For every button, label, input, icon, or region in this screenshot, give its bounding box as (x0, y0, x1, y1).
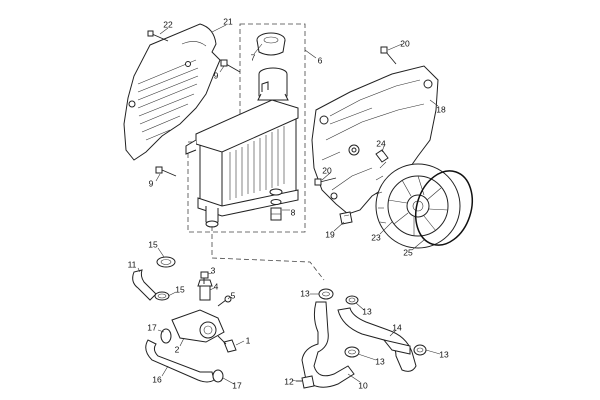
clamp-17-lower (212, 369, 224, 383)
callout-c14: 14 (392, 322, 402, 332)
callout-c24: 24 (376, 138, 386, 148)
clamp-15-lower (154, 291, 170, 301)
callout-c1: 1 (246, 335, 251, 345)
screw-22 (147, 30, 169, 42)
callout-c17b: 17 (232, 380, 242, 390)
callout-c7: 7 (251, 52, 256, 62)
screw-3 (200, 271, 209, 284)
callout-c3: 3 (211, 265, 216, 275)
dowel-24 (375, 149, 389, 163)
clamp-13-a (318, 288, 334, 300)
clip-19 (339, 211, 353, 225)
callout-c25: 25 (403, 247, 413, 257)
callout-c20b: 20 (322, 165, 332, 175)
radiator-cap-7 (256, 32, 286, 56)
callout-c12: 12 (284, 376, 294, 386)
callout-c2: 2 (175, 344, 180, 354)
o-ring-25 (415, 170, 473, 246)
callout-c13c: 13 (439, 349, 449, 359)
hose-11 (132, 269, 157, 301)
callout-c9b: 9 (149, 178, 154, 188)
callout-c4: 4 (214, 281, 219, 291)
clip-12 (296, 375, 315, 389)
bolt-20-top (380, 46, 397, 65)
fan-23 (375, 161, 461, 249)
hose-14-branch (382, 339, 411, 355)
callout-c18: 18 (436, 104, 446, 114)
hose-16 (145, 339, 215, 383)
callout-c21: 21 (223, 16, 233, 26)
callout-c11: 11 (128, 259, 137, 269)
callout-c5: 5 (231, 290, 236, 300)
clamp-17-upper (160, 328, 172, 344)
drain-plug-8 (269, 188, 283, 221)
callout-c10: 10 (358, 380, 368, 390)
callout-c17a: 17 (147, 322, 157, 332)
callout-c22: 22 (163, 19, 173, 29)
clamp-15-upper (156, 256, 176, 268)
leader-lines (137, 24, 441, 385)
callout-c13b: 13 (362, 306, 372, 316)
callout-c13a: 13 (300, 288, 310, 298)
callout-c13d: 13 (375, 356, 385, 366)
clamp-13-c (413, 344, 427, 356)
callout-c16: 16 (152, 374, 162, 384)
bolt-20-mid (314, 177, 337, 186)
callout-c15b: 15 (175, 284, 185, 294)
radiator-core (185, 81, 299, 228)
bolt-9-lower (155, 166, 177, 177)
hose-14 (337, 307, 417, 372)
thermostat-housing (171, 279, 232, 343)
fan-shroud-cover (123, 23, 221, 161)
hose-routing-line (211, 226, 325, 281)
callout-c19: 19 (325, 229, 335, 239)
callout-c23: 23 (371, 232, 381, 242)
callout-c20a: 20 (400, 38, 410, 48)
callout-c15a: 15 (148, 239, 158, 249)
callout-c6: 6 (318, 55, 323, 65)
clamp-13-d (344, 346, 360, 358)
callout-c9a: 9 (214, 70, 219, 80)
bolt-1 (217, 335, 237, 353)
callout-c8: 8 (291, 207, 296, 217)
clamp-13-b (345, 295, 359, 305)
